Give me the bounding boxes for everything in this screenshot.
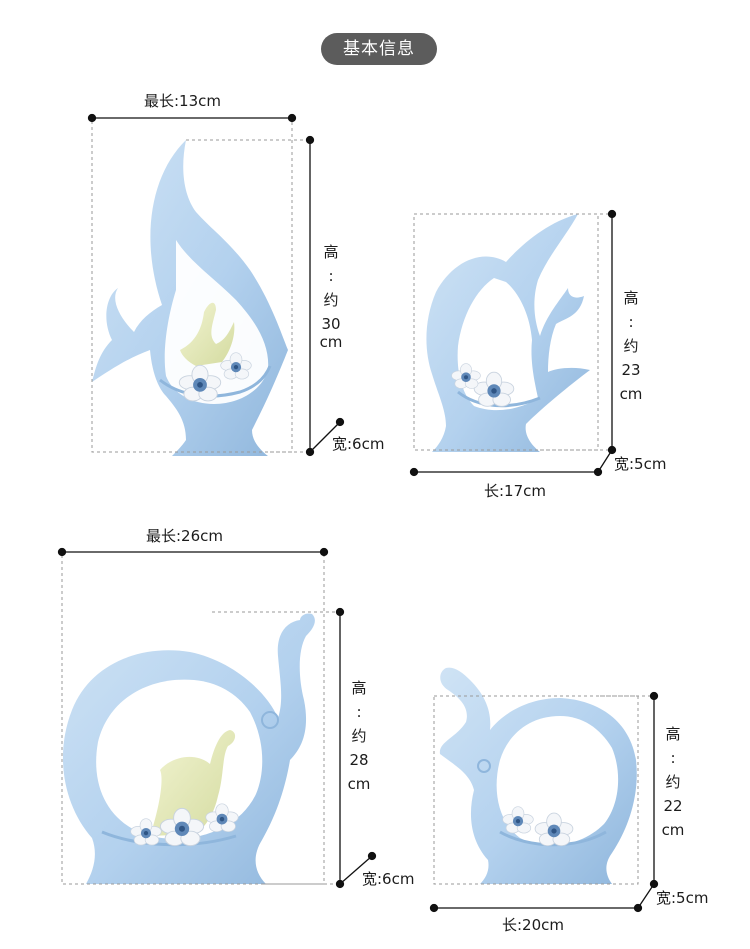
product-3-figure: [62, 613, 315, 884]
height-value: 30: [321, 315, 341, 333]
height-separator: :: [328, 267, 334, 285]
height-unit: cm: [661, 821, 685, 839]
product-3-length-label: 最长:26cm: [146, 527, 223, 545]
product-4-width-label: 宽:5cm: [656, 889, 709, 907]
product-4-figure: [439, 667, 637, 884]
product-2-length-label: 长:17cm: [484, 482, 546, 500]
product-2-figure: [426, 214, 590, 452]
height-caption: 高: [623, 289, 639, 307]
height-unit: cm: [347, 775, 371, 793]
height-value: 28: [349, 751, 369, 769]
height-approx: 约: [623, 337, 639, 355]
height-caption: 高: [351, 679, 367, 697]
height-approx: 约: [351, 727, 367, 745]
product-4-length-label: 长:20cm: [502, 916, 564, 934]
product-1-height-label: 高 : 约 30 cm: [314, 240, 348, 354]
product-2-height-label: 高 : 约 23 cm: [614, 286, 648, 406]
product-2-width-label: 宽:5cm: [614, 455, 667, 473]
height-caption: 高: [323, 243, 339, 261]
height-separator: :: [356, 703, 362, 721]
height-approx: 约: [323, 291, 339, 309]
section-title-badge: 基本信息: [321, 33, 437, 65]
height-approx: 约: [665, 773, 681, 791]
dimension-lines: [57, 113, 659, 913]
height-separator: :: [670, 749, 676, 767]
height-unit: cm: [619, 385, 643, 403]
product-1-length-label: 最长:13cm: [144, 92, 221, 110]
height-separator: :: [628, 313, 634, 331]
product-3-height-label: 高 : 约 28 cm: [342, 676, 376, 796]
height-caption: 高: [665, 725, 681, 743]
height-unit: cm: [319, 333, 343, 351]
height-value: 23: [621, 361, 641, 379]
height-value: 22: [663, 797, 683, 815]
product-3-width-label: 宽:6cm: [362, 870, 415, 888]
product-1-width-label: 宽:6cm: [332, 435, 385, 453]
product-1-figure: [92, 140, 288, 456]
product-4-height-label: 高 : 约 22 cm: [656, 722, 690, 842]
dimension-guides: [61, 117, 654, 885]
